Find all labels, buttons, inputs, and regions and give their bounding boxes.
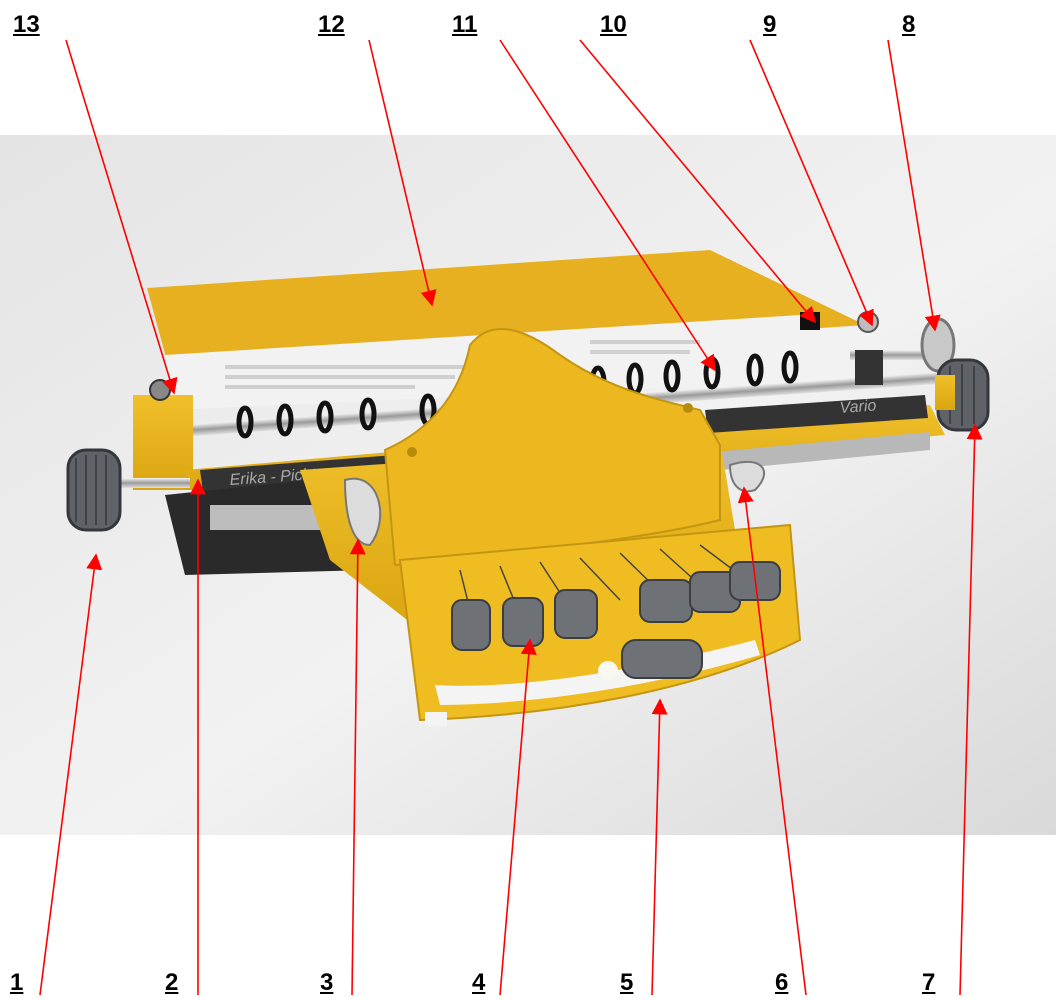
callout-number-11: 11 bbox=[452, 11, 478, 38]
callout-number-8: 8 bbox=[902, 11, 916, 38]
callout-number-9: 9 bbox=[763, 11, 777, 38]
hood-screw-right bbox=[683, 403, 693, 413]
callout-number-1: 1 bbox=[10, 969, 24, 996]
callout-number-4: 4 bbox=[472, 969, 486, 996]
left-carriage-end bbox=[133, 395, 193, 490]
space-key-bumper bbox=[598, 661, 618, 681]
margin-stop bbox=[800, 312, 820, 330]
callout-number-5: 5 bbox=[620, 969, 634, 996]
brand-strip-right bbox=[705, 395, 928, 433]
left-knob-ridges bbox=[75, 455, 107, 525]
callout-number-6: 6 bbox=[775, 969, 789, 996]
callout-number-3: 3 bbox=[320, 969, 334, 996]
callout-number-10: 10 bbox=[600, 11, 627, 38]
right-carriage-end bbox=[935, 375, 955, 410]
brand-text-right: Vario bbox=[839, 397, 877, 417]
space-key bbox=[621, 639, 703, 679]
right-mechanism bbox=[855, 350, 883, 385]
right-axle bbox=[850, 350, 940, 360]
roller-rings bbox=[236, 350, 799, 439]
callout-number-13: 13 bbox=[13, 11, 40, 38]
left-carriage-screw bbox=[149, 379, 171, 401]
brand-strip-left bbox=[200, 455, 398, 492]
left-knob-axle bbox=[110, 478, 190, 488]
paper-release-lever bbox=[857, 311, 879, 333]
left-chrome-lever bbox=[343, 477, 382, 547]
hood-screw-left bbox=[407, 447, 417, 457]
callout-number-2: 2 bbox=[165, 969, 179, 996]
callout-number-7: 7 bbox=[922, 969, 936, 996]
foot-left bbox=[425, 712, 447, 726]
callout-number-12: 12 bbox=[318, 11, 345, 38]
